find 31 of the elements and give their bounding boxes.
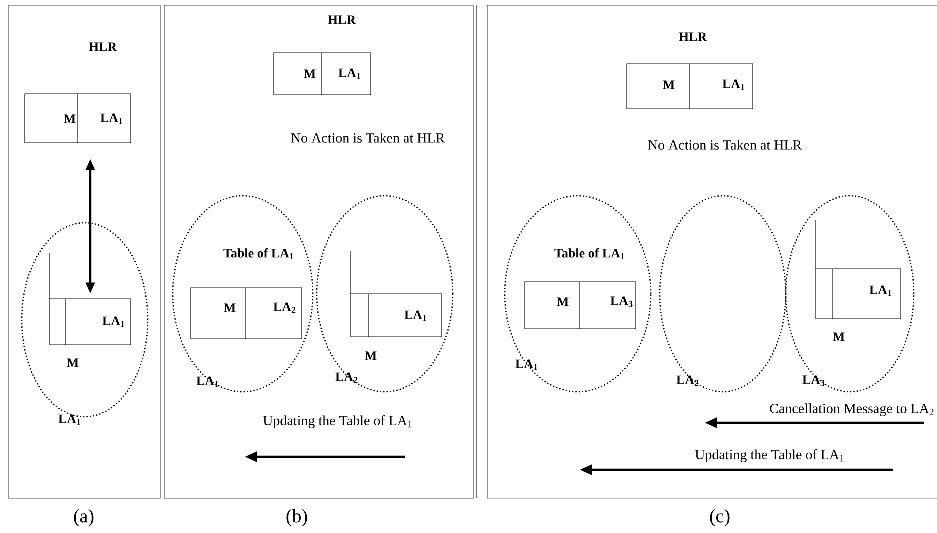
area-label: LA$_{2}$ bbox=[676, 376, 699, 386]
note-text: Updating the Table of LA$_{1}$ bbox=[695, 450, 844, 462]
note-text: No Action is Taken at HLR bbox=[648, 140, 802, 150]
cell-text: LA$_{1}$ bbox=[100, 114, 123, 124]
panel-caption: (a) bbox=[74, 509, 94, 527]
cell-text: M bbox=[64, 114, 76, 124]
cell-text: LA$_{2}$ bbox=[274, 302, 296, 314]
table-heading: Table of LA$_{1}$ bbox=[224, 248, 294, 260]
cell-text: LA$_{1}$ bbox=[338, 68, 361, 80]
cell-text: M bbox=[557, 298, 569, 306]
note-text: Updating the Table of LA$_{1}$ bbox=[263, 416, 412, 428]
panel-caption: (c) bbox=[710, 509, 730, 527]
area-label: LA$_{1}$ bbox=[196, 376, 219, 388]
mobile-label: M bbox=[365, 352, 377, 360]
cell-text: LA$_{1}$ bbox=[722, 80, 745, 90]
note-text: No Action is Taken at HLR bbox=[291, 133, 446, 143]
panel-caption: (b) bbox=[286, 509, 308, 527]
cell-text: M bbox=[224, 304, 236, 312]
hlr-heading: HLR bbox=[89, 42, 118, 52]
cell-text: M bbox=[304, 70, 316, 78]
note-text: Cancellation Message to LA$_{2}$ bbox=[770, 404, 934, 416]
table-heading: Table of LA$_{1}$ bbox=[554, 248, 625, 260]
hlr-heading: HLR bbox=[328, 16, 356, 24]
area-label: LA$_{3}$ bbox=[802, 376, 825, 386]
hlr-heading: HLR bbox=[679, 32, 708, 42]
area-label: LA$_{1}$ bbox=[58, 414, 81, 426]
cell-text: M bbox=[663, 80, 675, 90]
area-label: LA$_{1}$ bbox=[516, 360, 538, 370]
mobile-label: M bbox=[833, 332, 845, 342]
cell-text: LA$_{3}$ bbox=[610, 296, 633, 308]
mobile-label: M bbox=[67, 358, 79, 368]
